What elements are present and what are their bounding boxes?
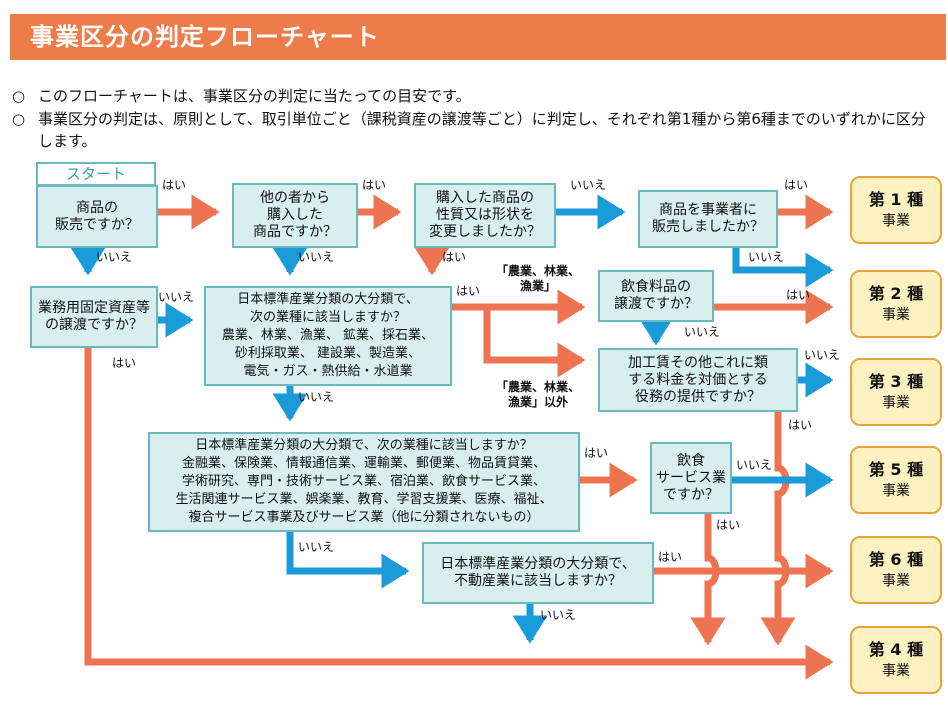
- label-purchased-no: いいえ: [298, 250, 335, 264]
- label-industry1-no: いいえ: [298, 390, 335, 404]
- box-industry1: 日本標準産業分類の大分類で、次の業種に該当しますか？農業、林業、漁業、 鉱業、採…: [204, 286, 452, 386]
- arrow-processing-yes: [760, 412, 796, 646]
- result-type-3: 第 3 種事業: [850, 358, 942, 426]
- box-food: 飲食料品の譲渡ですか？: [598, 270, 714, 322]
- box-changed: 購入した商品の性質又は形状を変更しましたか？: [414, 183, 556, 248]
- label-sales-yes: はい: [162, 178, 187, 192]
- label-to-business-yes: はい: [784, 178, 809, 192]
- label-real-estate-yes: はい: [658, 550, 683, 564]
- note-bullet: ○: [12, 110, 26, 128]
- box-processing: 加工賃その他これに類する料金を対価とする役務の提供ですか？: [598, 348, 798, 412]
- result-type-6: 第 6 種事業: [850, 536, 942, 604]
- result-type-2: 第 2 種事業: [850, 270, 942, 338]
- arrow-fixed-asset-yes: [84, 348, 834, 680]
- arrow-to-business-no: [732, 248, 834, 288]
- box-food-service: 飲食サービス業ですか？: [650, 442, 732, 514]
- start-label: スタート: [36, 162, 156, 186]
- result-type-1: 第 1 種事業: [850, 176, 942, 244]
- note-text: このフローチャートは、事業区分の判定に当たっての目安です。: [38, 87, 471, 105]
- label-industry1-yes: はい: [456, 284, 481, 298]
- page-title: 事業区分の判定フローチャート: [30, 23, 380, 51]
- box-to-business: 商品を事業者に販売しましたか？: [638, 190, 778, 248]
- branch-label-agri: 「農業、林業、漁業」: [496, 264, 581, 293]
- label-processing-yes: はい: [788, 418, 813, 432]
- label-real-estate-no: いいえ: [540, 608, 577, 622]
- label-food-no: いいえ: [684, 325, 721, 339]
- label-sales-no: いいえ: [96, 250, 133, 264]
- label-industry2-no: いいえ: [298, 540, 335, 554]
- arrow-industry2-no: [286, 532, 410, 589]
- note-1: ○ このフローチャートは、事業区分の判定に当たっての目安です。: [12, 85, 932, 107]
- label-changed-yes: はい: [442, 250, 467, 264]
- label-food-service-no: いいえ: [736, 458, 773, 472]
- label-industry2-yes: はい: [584, 446, 609, 460]
- arrow-food-service-yes: [690, 514, 726, 646]
- label-to-business-no: いいえ: [748, 250, 785, 264]
- label-changed-no: いいえ: [570, 178, 607, 192]
- note-bullet: ○: [12, 87, 26, 105]
- note-text: 事業区分の判定は、原則として、取引単位ごと（課税資産の譲渡等ごと）に判定し、それ…: [38, 110, 926, 150]
- box-industry2: 日本標準産業分類の大分類で、次の業種に該当しますか？金融業、保険業、情報通信業、…: [148, 432, 580, 532]
- label-processing-no: いいえ: [804, 348, 841, 362]
- label-fixed-asset-yes: はい: [112, 356, 137, 370]
- label-food-service-yes: はい: [716, 518, 741, 532]
- page-header: 事業区分の判定フローチャート: [10, 14, 946, 60]
- note-2: ○ 事業区分の判定は、原則として、取引単位ごと（課税資産の譲渡等ごと）に判定し、…: [12, 108, 932, 152]
- box-real-estate: 日本標準産業分類の大分類で、不動産業に該当しますか？: [422, 542, 654, 604]
- box-purchased: 他の者から購入した商品ですか？: [232, 183, 358, 248]
- result-type-5: 第 5 種事業: [850, 446, 942, 514]
- label-fixed-asset-no: いいえ: [158, 290, 195, 304]
- arrow-industry1-other: [483, 307, 586, 378]
- box-fixed-asset: 業務用固定資産等の譲渡ですか？: [30, 286, 158, 348]
- result-type-4: 第 4 種事業: [850, 626, 942, 694]
- box-sales: 商品の販売ですか？: [36, 185, 158, 248]
- label-purchased-yes: はい: [362, 178, 387, 192]
- label-food-yes: はい: [786, 288, 811, 302]
- branch-label-other: 「農業、林業、漁業」以外: [496, 380, 581, 409]
